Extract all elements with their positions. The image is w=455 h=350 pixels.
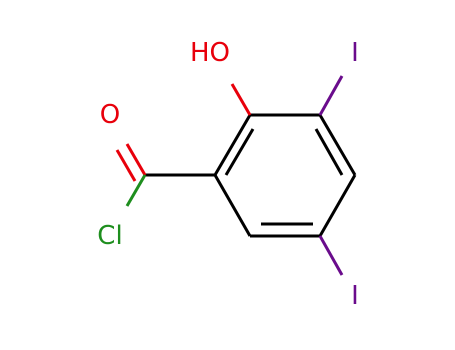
atom-labels: HO O Cl I I <box>97 38 359 311</box>
iodine-top-label: I <box>351 38 359 68</box>
ring-double-bond-inner-2 <box>314 128 344 176</box>
ring-bond-c5-c6 <box>213 174 252 237</box>
hydroxyl-label: HO <box>190 38 230 68</box>
ring-bond-c3-c4 <box>318 174 357 237</box>
bond-ring-iodine-top <box>318 75 344 116</box>
substituent-bonds <box>230 75 344 276</box>
ring-bond-c2-c3 <box>318 114 357 176</box>
ring-bond-c6-c1 <box>213 114 252 176</box>
acyl-chloride-group <box>115 143 215 207</box>
bond-carbonyl-chlorine <box>125 174 147 207</box>
benzene-ring <box>213 113 357 238</box>
bond-ring-hydroxyl <box>230 83 252 116</box>
iodine-bottom-label: I <box>351 281 359 311</box>
bond-ring-iodine-bottom <box>318 235 344 276</box>
ring-double-bond-inner-1 <box>224 128 255 176</box>
bond-carbonyl-double-a <box>125 143 147 176</box>
chlorine-label: Cl <box>97 221 122 251</box>
bond-carbonyl-double-b <box>115 149 137 182</box>
carbonyl-oxygen-label: O <box>100 100 120 130</box>
